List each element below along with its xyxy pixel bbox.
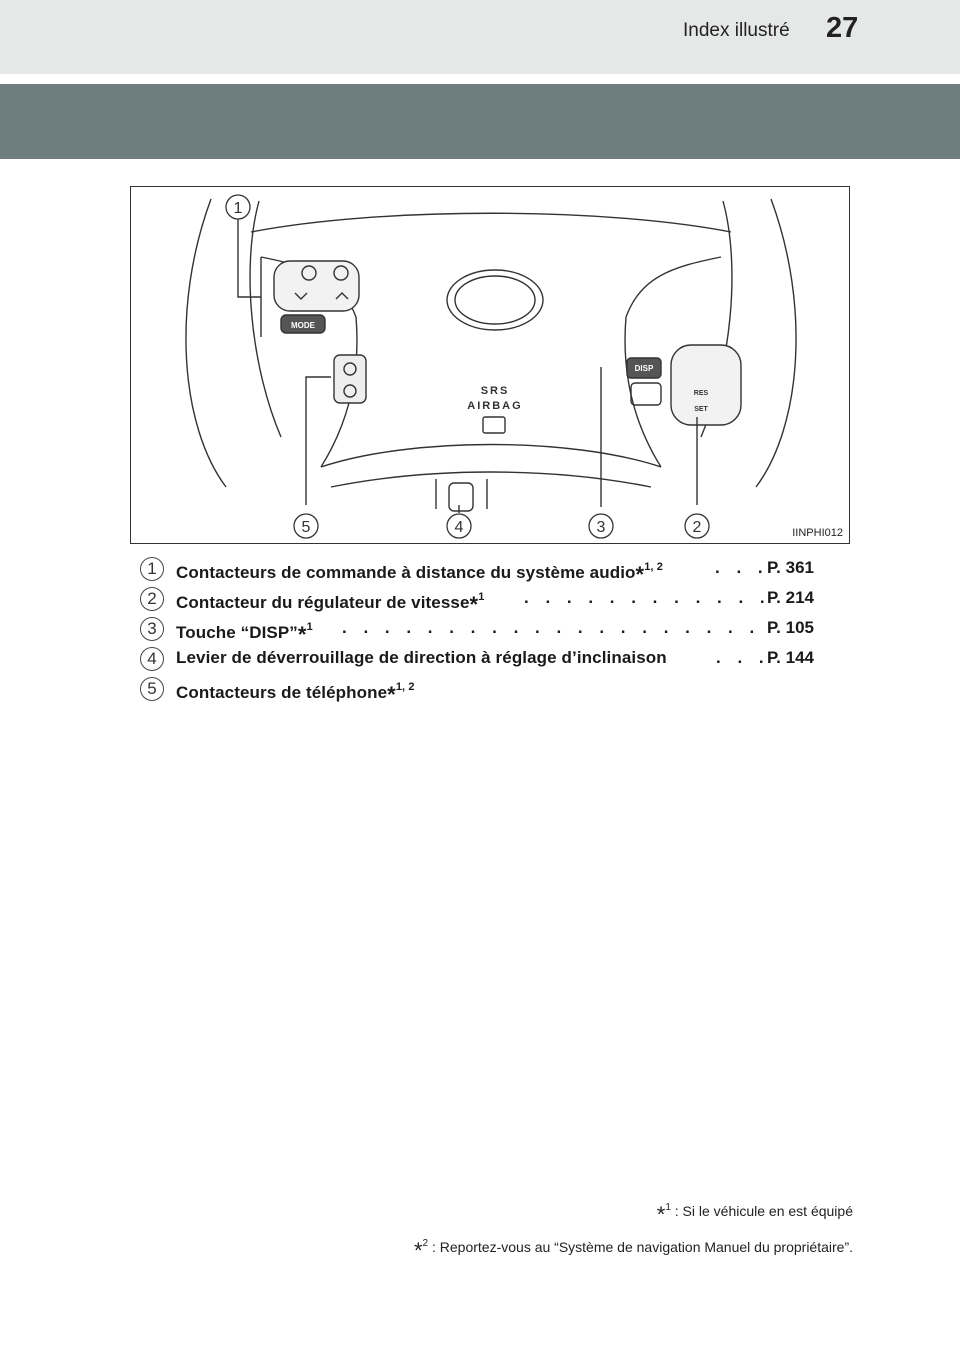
page-number: 27 [826, 12, 859, 44]
callout-1: 1 [234, 200, 243, 217]
item-label: Touche “DISP”*1 [176, 621, 313, 647]
set-label: SET [694, 406, 708, 413]
footnote-1: *1 : Si le véhicule en est équipé [656, 1202, 853, 1227]
item-number: 5 [140, 677, 164, 701]
leader-dots: . . . . . . . . . . . . . . . . . . . . … [342, 618, 764, 637]
steering-wheel-figure: 1 5 4 3 2 MODE DISP SRS AIRBAG RES SET I… [130, 186, 850, 544]
figure-code: IINPHI012 [792, 527, 843, 539]
leader-dots: . . . . [716, 648, 766, 667]
disp-label: DISP [635, 364, 654, 373]
callout-5: 5 [302, 519, 311, 536]
item-label: Contacteurs de téléphone*1, 2 [176, 681, 415, 707]
callout-2: 2 [693, 519, 702, 536]
item-text: Touche “DISP” [176, 623, 298, 642]
page-reference[interactable]: P. 144 [767, 648, 814, 667]
item-text: Contacteur du régulateur de vitesse [176, 593, 470, 612]
footnote-mark: 1 [665, 1202, 671, 1213]
footnote-text: : Si le véhicule en est équipé [670, 1203, 853, 1219]
footnote-text: : Reportez-vous au “Système de navigatio… [428, 1239, 853, 1255]
item-number: 1 [140, 557, 164, 581]
list-item: 2 Contacteur du régulateur de vitesse*1 … [140, 586, 820, 617]
page-reference[interactable]: P. 105 [767, 618, 814, 637]
page-reference[interactable]: P. 214 [767, 588, 814, 607]
footnote-mark: 2 [422, 1238, 429, 1249]
item-footnote-ref: 1 [478, 591, 485, 603]
item-footnote-ref: 1, 2 [644, 561, 663, 573]
list-item: 5 Contacteurs de téléphone*1, 2 [140, 676, 820, 707]
page-reference[interactable]: P. 361 [767, 558, 814, 577]
item-number: 2 [140, 587, 164, 611]
item-label: Levier de déverrouillage de direction à … [176, 648, 667, 667]
steering-wheel-illustration: 1 5 4 3 2 MODE DISP SRS AIRBAG RES SET [185, 194, 797, 539]
callout-3: 3 [597, 519, 606, 536]
leader-dots: . . . . . . . . . . . . . . . . . . . . … [524, 588, 764, 607]
mode-label: MODE [291, 321, 316, 330]
item-number: 3 [140, 617, 164, 641]
section-title: Index illustré [683, 20, 790, 41]
leader-dots: . . . [715, 558, 765, 577]
item-label: Contacteurs de commande à distance du sy… [176, 561, 663, 587]
list-item: 3 Touche “DISP”*1 . . . . . . . . . . . … [140, 616, 820, 647]
section-band [0, 84, 960, 159]
footnote-2: *2 : Reportez-vous au “Système de naviga… [413, 1238, 853, 1263]
list-item: 1 Contacteurs de commande à distance du … [140, 556, 820, 587]
airbag-label: AIRBAG [467, 400, 522, 412]
item-footnote-ref: 1, 2 [395, 681, 415, 693]
list-item: 4 Levier de déverrouillage de direction … [140, 646, 820, 676]
item-footnote-ref: 1 [306, 621, 313, 633]
item-number: 4 [140, 647, 164, 671]
callout-4: 4 [455, 519, 464, 536]
srs-label: SRS [481, 385, 510, 397]
item-label: Contacteur du régulateur de vitesse*1 [176, 591, 485, 617]
item-text: Contacteurs de commande à distance du sy… [176, 563, 636, 582]
res-label: RES [694, 390, 709, 397]
header-bar [0, 0, 960, 74]
item-text: Contacteurs de téléphone [176, 683, 388, 702]
item-list: 1 Contacteurs de commande à distance du … [140, 556, 820, 707]
